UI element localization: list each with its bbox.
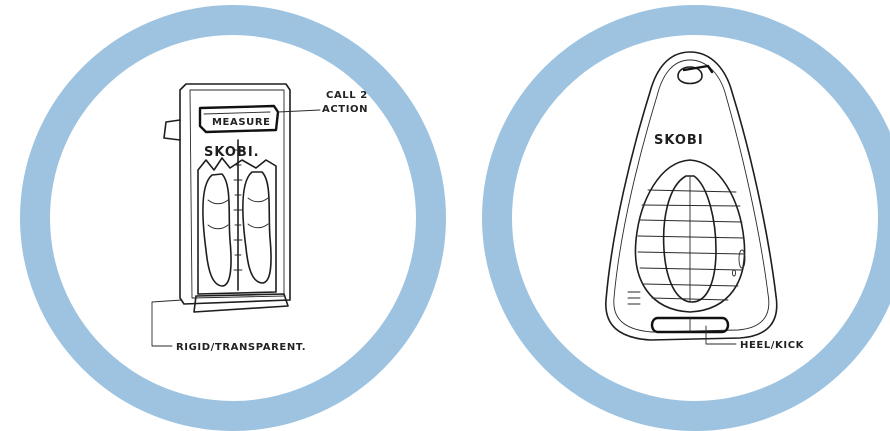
right-callout-bottom: HEEL/KICK [740, 340, 805, 351]
left-blue-ring [35, 20, 431, 416]
left-sketch-panel: MEASURE SKOBI. CALL 2 ACTION RIGID/TRANS… [35, 20, 431, 416]
right-sketch-panel: SKOBI HEEL/KICK [497, 20, 890, 416]
right-brand-label: SKOBI [654, 133, 704, 148]
left-brand-label: SKOBI. [204, 145, 260, 160]
left-button-label: MEASURE [212, 117, 271, 128]
left-callout-bottom: RIGID/TRANSPARENT. [176, 342, 306, 353]
left-callout-top-line2: ACTION [322, 104, 368, 115]
left-callout-top-line1: CALL 2 [326, 90, 368, 101]
right-blue-ring [497, 20, 890, 416]
